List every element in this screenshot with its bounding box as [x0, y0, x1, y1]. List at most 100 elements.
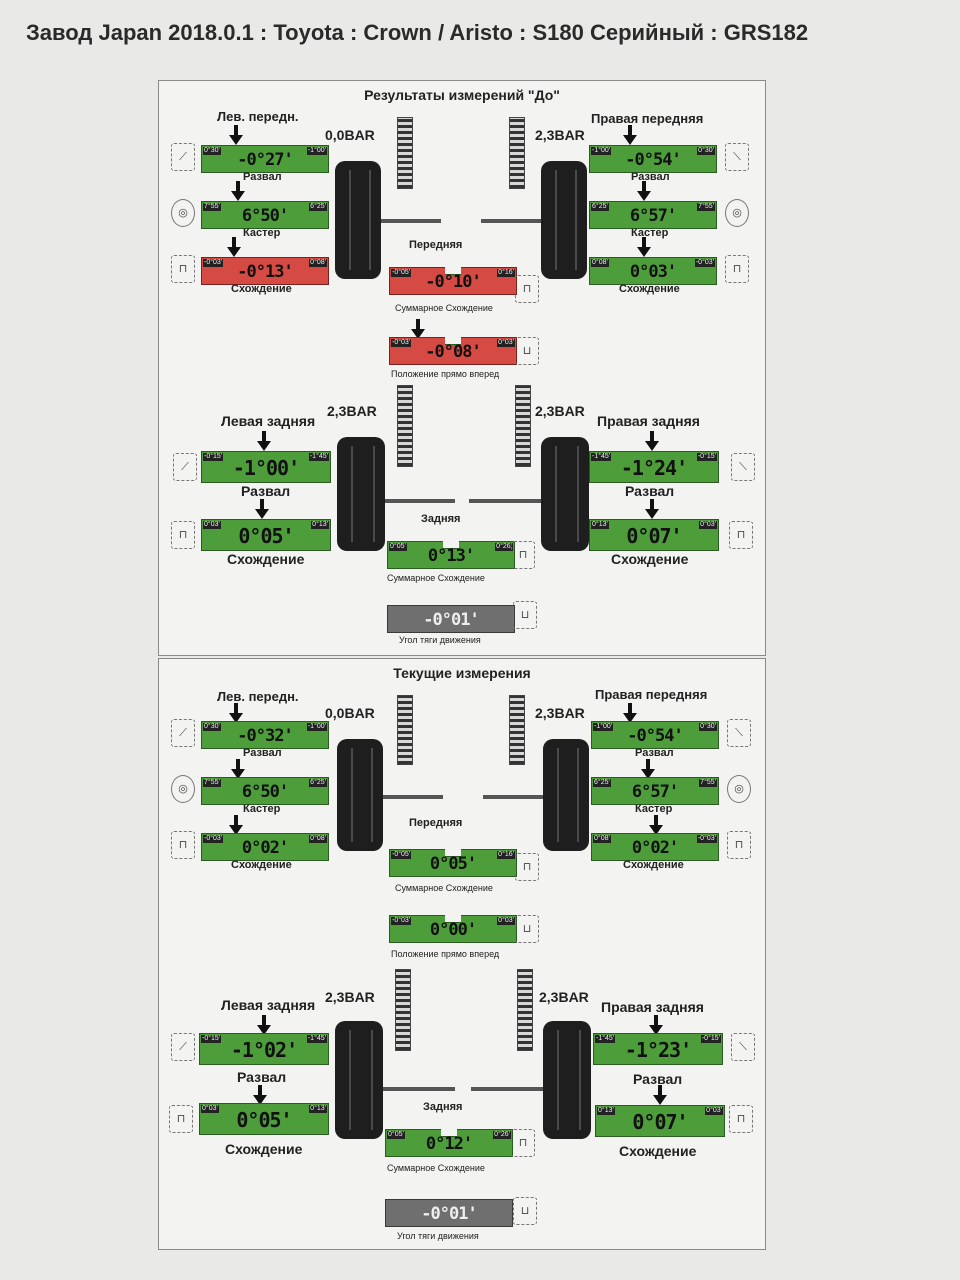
gauge-rf-caster: 6°25'7°55' 6°57': [591, 777, 719, 805]
rear-right-arm: [469, 499, 541, 503]
pressure-left-front: 0,0BAR: [325, 705, 375, 721]
gauge-lf-toe: -0°03'0°08' -0°13': [201, 257, 329, 285]
gauge-lf-toe: -0°03'0°08' 0°02': [201, 833, 329, 861]
strut-camber-icon: ⟋: [173, 453, 197, 481]
label-rear: Задняя: [423, 1101, 463, 1113]
front-right-strut: [509, 117, 525, 189]
toe-car-icon: ⊓: [725, 255, 749, 283]
label-thrust-angle: Угол тяги движения: [397, 1231, 479, 1241]
gauge-rr-camber: -1°45'-0°15' -1°23': [593, 1033, 723, 1065]
arrow-rr-toe: [653, 1085, 667, 1105]
panel-before: Результаты измерений "До" 0,0BAR 2,3BAR …: [158, 80, 766, 656]
label-rear-total-toe: Суммарное Схождение: [387, 1163, 485, 1173]
label-rf-toe: Схождение: [619, 283, 680, 295]
arrow-lf-toe: [229, 815, 243, 835]
rear-right-strut: [517, 969, 533, 1051]
left-front-title: Лев. передн.: [217, 109, 299, 124]
toe-car-icon: ⊓: [729, 1105, 753, 1133]
label-rf-camber: Развал: [631, 171, 670, 183]
front-right-arm: [481, 219, 541, 223]
arrow-lr-toe: [255, 499, 269, 519]
rear-left-tyre: [337, 437, 385, 551]
arrow-rf-camber: [623, 125, 637, 145]
label-front: Передняя: [409, 817, 463, 829]
gauge-rr-toe: 0°13'0°03' 0°07': [589, 519, 719, 551]
toe-car-icon: ⊓: [171, 521, 195, 549]
gauge-lf-caster: 7°55'6°25' 6°50': [201, 777, 329, 805]
label-thrust-angle: Угол тяги движения: [399, 635, 481, 645]
label-rf-caster: Кастер: [635, 803, 673, 815]
front-right-arm: [483, 795, 543, 799]
right-front-title: Правая передняя: [595, 687, 708, 702]
front-right-tyre: [543, 739, 589, 851]
left-front-title: Лев. передн.: [217, 689, 299, 704]
gauge-lr-camber: -0°15'-1°45' -1°02': [199, 1033, 329, 1065]
toe-car-icon: ⊓: [727, 831, 751, 859]
gauge-rf-camber: -1°00'0°30' -0°54': [589, 145, 717, 173]
arrow-lf-toe: [227, 237, 241, 257]
panel-title: Результаты измерений "До": [364, 87, 560, 103]
front-left-strut: [397, 695, 413, 765]
left-rear-title: Левая задняя: [221, 997, 316, 1013]
right-rear-title: Правая задняя: [601, 999, 704, 1015]
gauge-rear-total-toe: 0°05'0°26' 0°13': [387, 541, 515, 569]
rear-right-strut: [515, 385, 531, 467]
gauge-front-total-toe: -0°05'0°16' -0°10': [389, 267, 517, 295]
arrow-lf-camber: [229, 125, 243, 145]
arrow-rf-toe: [649, 815, 663, 835]
rear-axle-icon: ⊓: [511, 541, 535, 569]
front-left-arm: [381, 219, 441, 223]
arrow-straight-ahead: [411, 319, 425, 339]
label-lr-camber: Развал: [241, 483, 291, 499]
right-rear-title: Правая задняя: [597, 413, 700, 429]
label-rf-caster: Кастер: [631, 227, 669, 239]
arrow-lf-caster: [231, 759, 245, 779]
pressure-right-rear: 2,3BAR: [539, 989, 589, 1005]
label-front: Передняя: [409, 239, 463, 251]
gauge-front-total-toe: -0°05'0°16' 0°05': [389, 849, 517, 877]
gauge-thrust-angle: -0°01': [387, 605, 515, 633]
gauge-lf-camber: 0°30'-1°00' -0°27': [201, 145, 329, 173]
arrow-rr-camber: [649, 1015, 663, 1035]
right-front-title: Правая передняя: [591, 111, 704, 126]
pressure-right-rear: 2,3BAR: [535, 403, 585, 419]
panel-title: Текущие измерения: [393, 665, 531, 681]
label-straight-ahead: Положение прямо вперед: [391, 949, 500, 959]
label-rr-camber: Развал: [625, 483, 675, 499]
gauge-rr-toe: 0°13'0°03' 0°07': [595, 1105, 725, 1137]
front-axle-icon: ⊓: [515, 275, 539, 303]
label-front-total-toe: Суммарное Схождение: [395, 883, 493, 893]
strut-camber-icon: ⟋: [171, 1033, 195, 1061]
arrow-lr-toe: [253, 1085, 267, 1105]
strut-camber-icon: ⟋: [171, 719, 195, 747]
arrow-lf-camber: [229, 703, 243, 723]
gauge-rf-camber: -1°00'0°30' -0°54': [591, 721, 719, 749]
label-lf-caster: Кастер: [243, 227, 281, 239]
front-axle-icon: ⊓: [515, 853, 539, 881]
rear-left-tyre: [335, 1021, 383, 1139]
front-left-arm: [383, 795, 443, 799]
wheel-caster-icon: ◎: [727, 775, 751, 803]
label-lf-caster: Кастер: [243, 803, 281, 815]
front-left-tyre: [337, 739, 383, 851]
gauge-lr-camber: -0°15'-1°45' -1°00': [201, 451, 331, 483]
thrust-car-icon: ⊔: [513, 601, 537, 629]
steering-icon: ⊔: [515, 337, 539, 365]
label-lr-toe: Схождение: [227, 551, 305, 567]
strut-camber-icon: ⟍: [731, 1033, 755, 1061]
label-rear: Задняя: [421, 513, 461, 525]
wheel-caster-icon: ◎: [171, 199, 195, 227]
front-right-tyre: [541, 161, 587, 279]
rear-left-strut: [395, 969, 411, 1051]
label-lr-camber: Развал: [237, 1069, 287, 1085]
arrow-lr-camber: [257, 431, 271, 451]
label-lf-camber: Развал: [243, 171, 282, 183]
toe-car-icon: ⊓: [171, 831, 195, 859]
arrow-rf-camber: [623, 703, 637, 723]
report-header: Завод Japan 2018.0.1 : Toyota : Crown / …: [26, 20, 809, 45]
label-lr-toe: Схождение: [225, 1141, 303, 1157]
arrow-rf-toe: [637, 237, 651, 257]
strut-camber-icon: ⟍: [727, 719, 751, 747]
pressure-left-rear: 2,3BAR: [327, 403, 377, 419]
gauge-lr-toe: 0°03'0°13' 0°05': [201, 519, 331, 551]
